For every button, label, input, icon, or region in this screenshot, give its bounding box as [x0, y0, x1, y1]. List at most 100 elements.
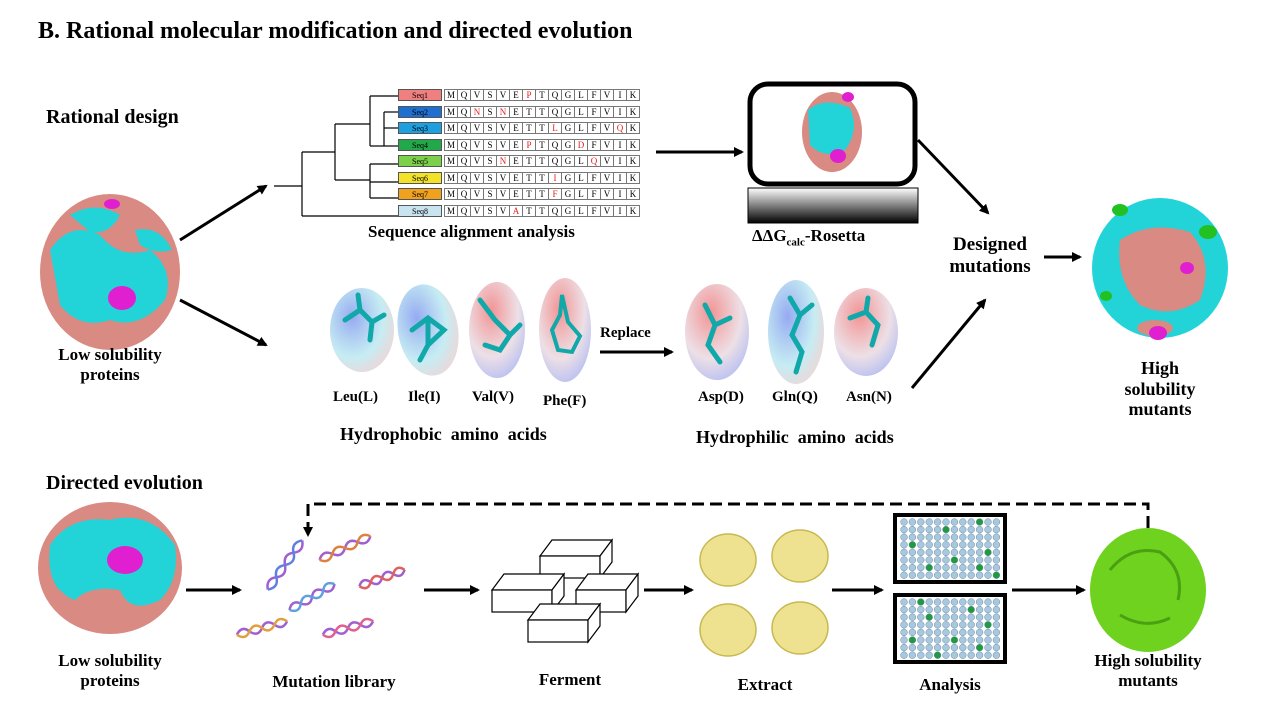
well: [975, 628, 984, 637]
residue-cell: M: [444, 105, 458, 118]
step-label-4: Analysis: [919, 675, 981, 694]
well: [925, 636, 933, 644]
residue-cell: A: [509, 204, 523, 217]
rational-design-heading: Rational design: [46, 106, 179, 128]
residue-cell: E: [509, 105, 523, 118]
well: [942, 533, 950, 541]
residue-cell: V: [470, 89, 484, 101]
residue-cell: T: [535, 105, 549, 118]
well: [900, 605, 908, 614]
well: [933, 548, 942, 557]
well: [975, 636, 984, 644]
well: [933, 533, 942, 541]
well: [900, 548, 908, 557]
residue-cell: F: [587, 188, 601, 200]
residue-cell: V: [496, 171, 510, 184]
well: [950, 533, 959, 541]
well: [908, 518, 917, 526]
well: [908, 533, 917, 541]
residue-cell: M: [444, 122, 458, 134]
residue-cell: T: [535, 204, 549, 217]
residue-cell: G: [561, 89, 575, 101]
well: [917, 643, 925, 652]
well: [959, 571, 967, 579]
well: [992, 628, 1001, 637]
well-hit: [975, 643, 984, 652]
residue-cell: K: [626, 171, 640, 184]
residue-cell: F: [587, 138, 601, 151]
residue-cell: F: [587, 122, 601, 134]
well: [908, 643, 917, 652]
well: [933, 643, 942, 652]
residue-cell: G: [561, 105, 575, 118]
well: [925, 541, 933, 549]
well: [900, 518, 908, 526]
step-label-0: Low solubility proteins: [58, 651, 162, 690]
rosetta-caption: ΔΔGcalc-Rosetta: [752, 226, 865, 249]
well: [933, 563, 942, 572]
residue-cell: E: [509, 89, 523, 101]
well: [975, 651, 984, 659]
well: [900, 643, 908, 652]
well: [967, 556, 975, 564]
residue-cell: V: [600, 122, 614, 134]
well: [942, 598, 950, 606]
well: [933, 613, 942, 621]
well: [992, 621, 1001, 629]
well-hit: [925, 613, 933, 621]
well: [942, 571, 950, 579]
well: [933, 556, 942, 564]
well: [975, 621, 984, 629]
residue-cell: E: [509, 155, 523, 167]
dna-library-icon: [235, 533, 406, 639]
well: [917, 651, 925, 659]
residue-cell: I: [613, 204, 627, 217]
well: [967, 525, 975, 534]
rosetta-delta: ΔΔG: [752, 226, 787, 245]
residue-cell: N: [496, 105, 510, 118]
well: [975, 533, 984, 541]
well-hit: [933, 651, 942, 659]
replace-label: Replace: [600, 325, 651, 341]
residue-cell: M: [444, 188, 458, 200]
residue-cell: L: [574, 155, 588, 167]
well-hit: [917, 598, 925, 606]
well: [950, 571, 959, 579]
well: [950, 613, 959, 621]
residue-cell: P: [522, 138, 536, 151]
hydrophobic-label-0: Leu(L): [333, 389, 378, 405]
well: [984, 518, 992, 526]
well: [917, 518, 925, 526]
residue-cell: V: [600, 155, 614, 167]
residue-cell: M: [444, 204, 458, 217]
residue-cell: Q: [457, 122, 471, 134]
well: [950, 651, 959, 659]
well: [967, 548, 975, 557]
residue-cell: Q: [457, 171, 471, 184]
residue-cell: T: [522, 204, 536, 217]
residue-cell: I: [613, 171, 627, 184]
well: [900, 636, 908, 644]
well: [984, 541, 992, 549]
residue-cell: L: [548, 122, 562, 134]
directed-evolution-heading: Directed evolution: [46, 472, 203, 494]
well: [967, 621, 975, 629]
residue-cell: V: [470, 204, 484, 217]
analysis-plates-icon: [893, 513, 1007, 664]
ferment-plates-icon: [490, 538, 640, 644]
residue-cell: Q: [548, 155, 562, 167]
residue-cell: K: [626, 138, 640, 151]
well-hit: [925, 563, 933, 572]
hydrophobic-structures: [330, 278, 591, 382]
well-hit: [975, 518, 984, 526]
well: [967, 563, 975, 572]
residue-cell: K: [626, 89, 640, 101]
hydrophobic-label-2: Val(V): [472, 389, 514, 405]
high-solubility-protein-directed: [1090, 528, 1206, 652]
well: [933, 598, 942, 606]
well: [992, 563, 1001, 572]
well-hit: [942, 525, 950, 534]
well: [942, 621, 950, 629]
residue-cell: V: [496, 204, 510, 217]
well: [984, 563, 992, 572]
